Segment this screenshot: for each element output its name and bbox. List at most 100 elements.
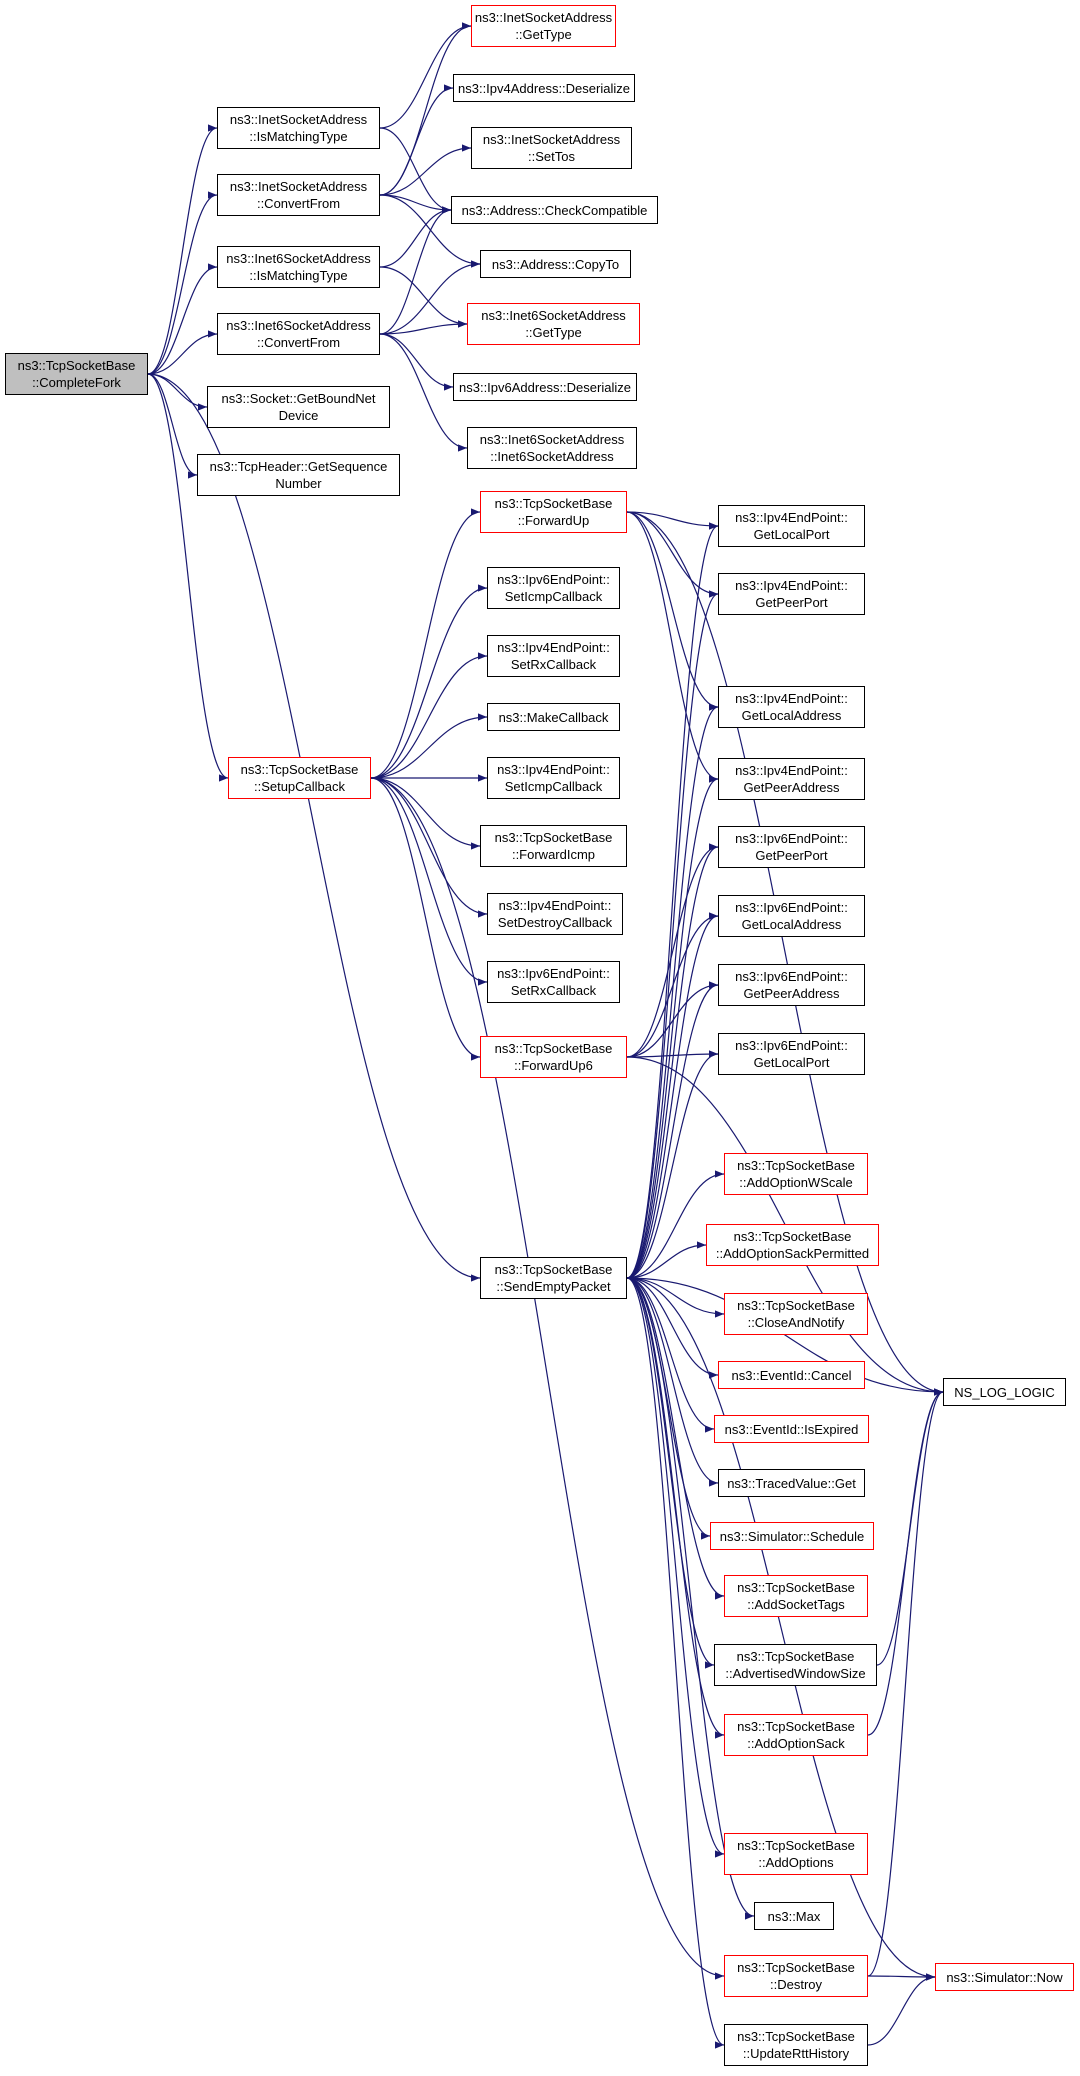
node-max[interactable]: ns3::Max xyxy=(754,1902,834,1930)
node-label-line: ns3::Simulator::Now xyxy=(946,1969,1063,1985)
node-addr-check-compat[interactable]: ns3::Address::CheckCompatible xyxy=(451,196,658,224)
node-label-line: ns3::EventId::Cancel xyxy=(731,1367,852,1383)
node-add-option-sack-perm[interactable]: ns3::TcpSocketBase::AddOptionSackPermitt… xyxy=(706,1224,879,1266)
node-ipv4ep-set-icmp[interactable]: ns3::Ipv4EndPoint::SetIcmpCallback xyxy=(487,757,620,799)
node-label-line: ns3::Ipv4EndPoint:: xyxy=(735,578,848,593)
node-update-rtt[interactable]: ns3::TcpSocketBase::UpdateRttHistory xyxy=(724,2024,868,2066)
node-label-line: ns3::InetSocketAddress xyxy=(229,112,368,127)
node-eventid-cancel[interactable]: ns3::EventId::Cancel xyxy=(718,1361,865,1389)
node-inet-convert-from[interactable]: ns3::InetSocketAddress::ConvertFrom xyxy=(217,174,380,216)
node-simulator-now[interactable]: ns3::Simulator::Now xyxy=(935,1963,1074,1991)
node-label-line: GetLocalPort xyxy=(753,527,830,542)
node-addr-copy-to[interactable]: ns3::Address::CopyTo xyxy=(480,250,631,278)
node-add-socket-tags[interactable]: ns3::TcpSocketBase::AddSocketTags xyxy=(724,1575,868,1617)
edge-inet-convert-from-to-ipv4addr-deserialize xyxy=(379,84,454,196)
node-label-line: ns3::Ipv4EndPoint:: xyxy=(497,640,610,655)
node-label-line: Number xyxy=(275,476,322,491)
node-inet6-is-matching[interactable]: ns3::Inet6SocketAddress::IsMatchingType xyxy=(217,246,380,288)
node-ipv6ep-set-icmp[interactable]: ns3::Ipv6EndPoint::SetIcmpCallback xyxy=(487,567,620,609)
edge-send-empty-packet-to-add-options xyxy=(626,1277,725,1858)
node-ipv4ep-get-peer-addr[interactable]: ns3::Ipv4EndPoint::GetPeerAddress xyxy=(718,758,865,800)
node-label-line: ::AddSocketTags xyxy=(747,1597,845,1612)
edge-send-empty-packet-to-ipv6ep-get-local-port xyxy=(626,1050,719,1279)
node-label-line: ns3::Ipv4EndPoint:: xyxy=(497,762,610,777)
edge-inet-convert-from-to-addr-copy-to xyxy=(379,194,481,268)
node-make-callback[interactable]: ns3::MakeCallback xyxy=(487,703,620,731)
node-inet6-ctor[interactable]: ns3::Inet6SocketAddress::Inet6SocketAddr… xyxy=(467,427,637,469)
node-ipv4ep-get-local-addr[interactable]: ns3::Ipv4EndPoint::GetLocalAddress xyxy=(718,686,865,728)
edge-inet6-convert-from-to-addr-check-compat xyxy=(379,206,452,335)
node-inet-is-matching[interactable]: ns3::InetSocketAddress::IsMatchingType xyxy=(217,107,380,149)
node-add-option-sack[interactable]: ns3::TcpSocketBase::AddOptionSack xyxy=(724,1714,868,1756)
node-label-line: ::AdvertisedWindowSize xyxy=(725,1666,866,1681)
node-label-line: ns3::Address::CopyTo xyxy=(491,256,620,272)
node-ipv4ep-get-local-port[interactable]: ns3::Ipv4EndPoint::GetLocalPort xyxy=(718,505,865,547)
node-label-line: ns3::Socket::GetBoundNet xyxy=(221,391,376,406)
node-ns-log-logic[interactable]: NS_LOG_LOGIC xyxy=(943,1378,1066,1406)
edge-complete-fork-to-socket-get-bound xyxy=(147,373,208,411)
node-label-line: ns3::TcpSocketBase xyxy=(494,830,613,845)
edge-send-empty-packet-to-close-and-notify xyxy=(626,1277,725,1318)
node-inet-set-tos[interactable]: ns3::InetSocketAddress::SetTos xyxy=(471,127,632,169)
edge-layer xyxy=(147,22,944,2049)
node-label-line: GetPeerPort xyxy=(755,848,828,863)
edge-complete-fork-to-tcpheader-get-seq xyxy=(147,373,198,479)
node-advertised-window[interactable]: ns3::TcpSocketBase::AdvertisedWindowSize xyxy=(714,1644,877,1686)
node-label-line: ns3::TcpSocketBase xyxy=(240,762,359,777)
node-label-line: ns3::TcpSocketBase xyxy=(737,1960,855,1975)
edge-update-rtt-to-simulator-now xyxy=(867,1973,936,2046)
node-ipv6ep-get-local-port[interactable]: ns3::Ipv6EndPoint::GetLocalPort xyxy=(718,1033,865,1075)
edge-inet6-convert-from-to-inet6-ctor xyxy=(379,333,468,452)
node-inet6-convert-from[interactable]: ns3::Inet6SocketAddress::ConvertFrom xyxy=(217,313,380,355)
node-complete-fork[interactable]: ns3::TcpSocketBase::CompleteFork xyxy=(5,353,148,395)
node-ipv4addr-deserialize[interactable]: ns3::Ipv4Address::Deserialize xyxy=(453,74,635,102)
edge-send-empty-packet-to-ipv6ep-get-peer-port xyxy=(626,843,719,1279)
node-label-line: ns3::Inet6SocketAddress xyxy=(226,318,371,333)
node-ipv6ep-set-rx[interactable]: ns3::Ipv6EndPoint::SetRxCallback xyxy=(487,961,620,1003)
node-ipv4ep-set-destroy[interactable]: ns3::Ipv4EndPoint::SetDestroyCallback xyxy=(487,893,623,935)
node-label-line: ns3::Max xyxy=(767,1908,821,1924)
edge-send-empty-packet-to-add-option-wscale xyxy=(626,1170,725,1279)
edge-destroy-to-ns-log-logic xyxy=(867,1388,944,1977)
node-ipv6ep-get-peer-addr[interactable]: ns3::Ipv6EndPoint::GetPeerAddress xyxy=(718,964,865,1006)
node-send-empty-packet[interactable]: ns3::TcpSocketBase::SendEmptyPacket xyxy=(480,1257,627,1299)
node-close-and-notify[interactable]: ns3::TcpSocketBase::CloseAndNotify xyxy=(724,1293,868,1335)
edge-send-empty-packet-to-simulator-now xyxy=(626,1277,936,1981)
node-label-line: ns3::Inet6SocketAddress xyxy=(479,432,625,447)
node-label-line: ::CompleteFork xyxy=(32,375,121,390)
edge-complete-fork-to-inet6-convert-from xyxy=(147,330,218,375)
node-forward-up[interactable]: ns3::TcpSocketBase::ForwardUp xyxy=(480,491,627,533)
node-label-line: GetPeerPort xyxy=(755,595,828,610)
node-label-line: ::Destroy xyxy=(769,1977,822,1992)
node-forward-icmp[interactable]: ns3::TcpSocketBase::ForwardIcmp xyxy=(480,825,627,867)
node-label-line: ns3::Ipv4Address::Deserialize xyxy=(458,80,630,96)
node-ipv6ep-get-local-addr[interactable]: ns3::Ipv6EndPoint::GetLocalAddress xyxy=(718,895,865,937)
node-ipv6ep-get-peer-port[interactable]: ns3::Ipv6EndPoint::GetPeerPort xyxy=(718,826,865,868)
node-forward-up6[interactable]: ns3::TcpSocketBase::ForwardUp6 xyxy=(480,1036,627,1078)
node-label-line: ::AddOptionSack xyxy=(747,1736,845,1751)
edge-send-empty-packet-to-eventid-cancel xyxy=(626,1277,719,1379)
node-label-line: ns3::Simulator::Schedule xyxy=(719,1528,865,1544)
node-inet-get-type[interactable]: ns3::InetSocketAddress::GetType xyxy=(471,5,616,47)
edge-inet6-convert-from-to-ipv6addr-deserialize xyxy=(379,333,454,391)
node-label-line: ns3::Inet6SocketAddress xyxy=(481,308,626,323)
edge-add-option-sack-to-ns-log-logic xyxy=(867,1388,944,1736)
node-setup-callback[interactable]: ns3::TcpSocketBase::SetupCallback xyxy=(228,757,371,799)
node-label-line: ns3::Ipv4EndPoint:: xyxy=(735,510,848,525)
node-simulator-schedule[interactable]: ns3::Simulator::Schedule xyxy=(710,1522,874,1550)
node-add-option-wscale[interactable]: ns3::TcpSocketBase::AddOptionWScale xyxy=(724,1153,868,1195)
node-ipv4ep-get-peer-port[interactable]: ns3::Ipv4EndPoint::GetPeerPort xyxy=(718,573,865,615)
node-eventid-is-expired[interactable]: ns3::EventId::IsExpired xyxy=(714,1415,869,1443)
node-inet6-get-type[interactable]: ns3::Inet6SocketAddress::GetType xyxy=(467,303,640,345)
edge-setup-callback-to-forward-up xyxy=(370,508,481,779)
node-tracedvalue-get[interactable]: ns3::TracedValue::Get xyxy=(718,1469,865,1497)
node-add-options[interactable]: ns3::TcpSocketBase::AddOptions xyxy=(724,1833,868,1875)
node-destroy[interactable]: ns3::TcpSocketBase::Destroy xyxy=(724,1955,868,1997)
node-ipv4ep-set-rx[interactable]: ns3::Ipv4EndPoint::SetRxCallback xyxy=(487,635,620,677)
edge-inet6-convert-from-to-addr-copy-to xyxy=(379,260,481,335)
node-ipv6addr-deserialize[interactable]: ns3::Ipv6Address::Deserialize xyxy=(453,373,637,401)
edge-send-empty-packet-to-max xyxy=(626,1277,755,1920)
node-label-line: GetLocalAddress xyxy=(741,917,842,932)
